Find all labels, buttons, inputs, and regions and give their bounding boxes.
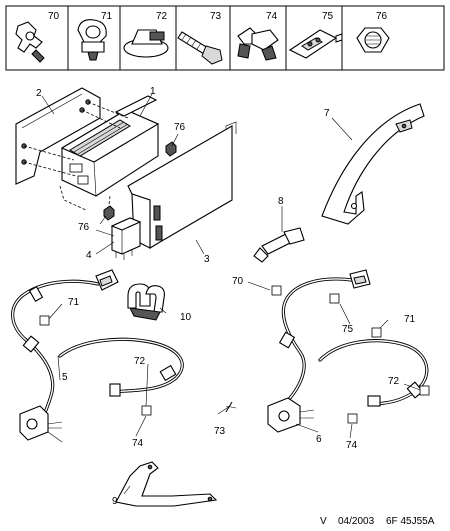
callout-10: 10 xyxy=(180,312,192,323)
clip-icon xyxy=(15,21,45,63)
callout-71-right: 71 xyxy=(404,314,416,325)
hose-clip-icon xyxy=(237,27,279,61)
bracket-9[interactable] xyxy=(115,461,218,507)
nut-76-upper[interactable] xyxy=(165,141,177,157)
callout-72-right: 72 xyxy=(388,376,400,387)
connector-icon xyxy=(288,29,343,59)
footer-date: 04/2003 xyxy=(338,516,375,527)
screw-73[interactable] xyxy=(225,401,237,413)
strip-item-76[interactable]: 76 xyxy=(356,11,390,53)
strip-ref-70: 70 xyxy=(48,11,60,22)
callout-3: 3 xyxy=(204,254,210,265)
strip-item-70[interactable]: 70 xyxy=(15,11,60,63)
strip-item-72[interactable]: 72 xyxy=(123,11,169,58)
relay-4[interactable] xyxy=(110,217,142,260)
clip-10[interactable] xyxy=(127,283,165,321)
strip-ref-71: 71 xyxy=(101,11,113,22)
wheel-sensor-cable-5[interactable] xyxy=(11,269,184,441)
callout-76-lower: 76 xyxy=(78,222,90,233)
nut-icon xyxy=(356,27,390,53)
callout-72-left: 72 xyxy=(134,356,146,367)
callout-5-marker: 5 xyxy=(62,372,68,383)
callout-8: 8 xyxy=(278,196,284,207)
bolt-icon xyxy=(177,31,223,65)
strip-item-74[interactable]: 74 xyxy=(237,11,279,61)
strip-ref-76: 76 xyxy=(376,11,388,22)
strip-item-73[interactable]: 73 xyxy=(177,11,223,65)
strip-item-71[interactable]: 71 xyxy=(77,11,113,61)
callout-70: 70 xyxy=(232,276,244,287)
callout-4: 4 xyxy=(86,250,92,261)
bracket-7[interactable] xyxy=(321,103,425,225)
label-squares xyxy=(39,285,430,424)
assembly-lines xyxy=(23,101,129,215)
abs-control-unit-1[interactable] xyxy=(60,95,160,197)
wheel-sensor-cable-6[interactable] xyxy=(267,269,429,433)
callout-73: 73 xyxy=(214,426,226,437)
callout-71-left: 71 xyxy=(68,297,80,308)
strip-ref-73: 73 xyxy=(210,11,222,22)
callout-74-left: 74 xyxy=(132,438,144,449)
callout-2: 2 xyxy=(36,88,42,99)
callout-7: 7 xyxy=(324,108,330,119)
footer-view: V xyxy=(320,516,327,527)
footer-ref: 6F 45J55A xyxy=(386,516,435,527)
strip-ref-75: 75 xyxy=(322,11,334,22)
callout-labels: 2 1 76 7 8 76 4 3 70 71 10 75 71 72 5 72… xyxy=(36,86,416,507)
callout-76-upper: 76 xyxy=(174,122,186,133)
strip-ref-74: 74 xyxy=(266,11,278,22)
leader-lines xyxy=(41,93,421,495)
footer: V 04/2003 6F 45J55A xyxy=(320,516,435,527)
nut-76-lower[interactable] xyxy=(103,205,115,221)
callout-75: 75 xyxy=(342,324,354,335)
bracket-2[interactable] xyxy=(15,87,101,185)
callout-74-right: 74 xyxy=(346,440,358,451)
strip-item-75[interactable]: 75 xyxy=(288,11,343,59)
callout-6: 6 xyxy=(316,434,322,445)
callout-1: 1 xyxy=(150,86,156,97)
strip-ref-72: 72 xyxy=(156,11,168,22)
callout-9: 9 xyxy=(112,496,118,507)
top-strip: 70 71 72 xyxy=(5,5,445,71)
grommet-icon xyxy=(123,29,169,58)
bleed-valve-8[interactable] xyxy=(253,227,305,263)
cable-clip-icon xyxy=(77,19,107,61)
